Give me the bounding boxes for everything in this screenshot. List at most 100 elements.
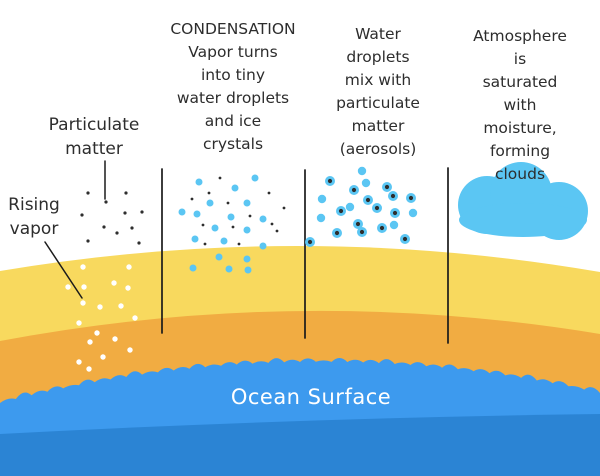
dot xyxy=(124,191,128,195)
dot xyxy=(243,226,251,234)
dot xyxy=(237,242,241,246)
dot xyxy=(374,205,380,211)
dot xyxy=(345,202,355,212)
dot xyxy=(359,229,365,235)
dot xyxy=(190,197,194,201)
dot xyxy=(218,176,222,180)
dot xyxy=(80,213,84,217)
dot xyxy=(195,178,203,186)
dot xyxy=(115,231,119,235)
dot xyxy=(80,264,86,270)
particle-dot-groups xyxy=(65,166,418,372)
dot xyxy=(227,213,235,221)
label-rising-vapor: Rising vapor xyxy=(8,195,60,239)
dot xyxy=(270,222,274,226)
dot xyxy=(355,221,361,227)
dot xyxy=(267,191,271,195)
heading-atmosphere: Atmosphere is saturated with moisture, f… xyxy=(473,27,567,183)
dot xyxy=(65,284,71,290)
dot xyxy=(282,206,286,210)
dot xyxy=(137,241,141,245)
dot xyxy=(132,315,138,321)
dot xyxy=(389,220,399,230)
panel1-rising-vapor-dots xyxy=(65,264,138,372)
rising-vapor-pointer-line xyxy=(44,241,83,299)
dot xyxy=(338,208,344,214)
dot xyxy=(365,197,371,203)
panel2-droplet-dots xyxy=(178,174,267,274)
dot xyxy=(94,330,100,336)
panel1-particulate-dots xyxy=(80,191,144,245)
label-particulate-matter: Particulate matter xyxy=(48,115,140,159)
dot xyxy=(244,266,252,274)
dot xyxy=(211,224,219,232)
dot xyxy=(248,214,252,218)
dot xyxy=(243,255,251,263)
dot xyxy=(104,200,108,204)
dot xyxy=(86,239,90,243)
dot xyxy=(130,226,134,230)
dot xyxy=(203,242,207,246)
dot xyxy=(384,184,390,190)
dot xyxy=(80,300,86,306)
dot xyxy=(178,208,186,216)
dot xyxy=(140,210,144,214)
dot xyxy=(220,237,228,245)
ocean-deep-band xyxy=(0,414,600,476)
dot xyxy=(317,194,327,204)
dot xyxy=(127,347,133,353)
dot xyxy=(102,225,106,229)
dot xyxy=(111,280,117,286)
dot xyxy=(215,253,223,261)
dot xyxy=(189,264,197,272)
dot xyxy=(251,174,259,182)
dot xyxy=(86,191,90,195)
dot xyxy=(226,201,230,205)
dot xyxy=(123,211,127,215)
dot xyxy=(206,199,214,207)
dot xyxy=(112,336,118,342)
dot xyxy=(259,242,267,250)
dot xyxy=(316,213,326,223)
panel2-particulate-dots xyxy=(190,176,286,246)
dot xyxy=(307,239,313,245)
dot xyxy=(225,265,233,273)
dot xyxy=(231,184,239,192)
heading-aerosols: Water droplets mix with particulate matt… xyxy=(336,25,420,158)
dot xyxy=(275,229,279,233)
dot xyxy=(207,191,211,195)
dot xyxy=(125,285,131,291)
dot xyxy=(334,230,340,236)
dot xyxy=(126,264,132,270)
dot xyxy=(86,366,92,372)
dot xyxy=(201,223,205,227)
cloud-icon xyxy=(458,162,588,240)
dot xyxy=(97,304,103,310)
dot xyxy=(408,208,418,218)
dot xyxy=(76,359,82,365)
panel3-plain-droplets xyxy=(316,166,418,230)
dot xyxy=(76,320,82,326)
dot xyxy=(327,178,333,184)
dot xyxy=(231,225,235,229)
dot xyxy=(408,195,414,201)
panel3-aerosol-droplets xyxy=(305,176,416,247)
dot xyxy=(193,210,201,218)
dot xyxy=(357,166,367,176)
dot xyxy=(118,303,124,309)
dot xyxy=(379,225,385,231)
dot xyxy=(81,284,87,290)
heading-condensation: CONDENSATION Vapor turns into tiny water… xyxy=(170,20,296,153)
dot xyxy=(87,339,93,345)
dot xyxy=(191,235,199,243)
dot xyxy=(390,193,396,199)
dot xyxy=(351,187,357,193)
dot xyxy=(361,178,371,188)
dot xyxy=(402,236,408,242)
dot xyxy=(259,215,267,223)
dot xyxy=(392,210,398,216)
dot xyxy=(243,199,251,207)
dot xyxy=(100,354,106,360)
